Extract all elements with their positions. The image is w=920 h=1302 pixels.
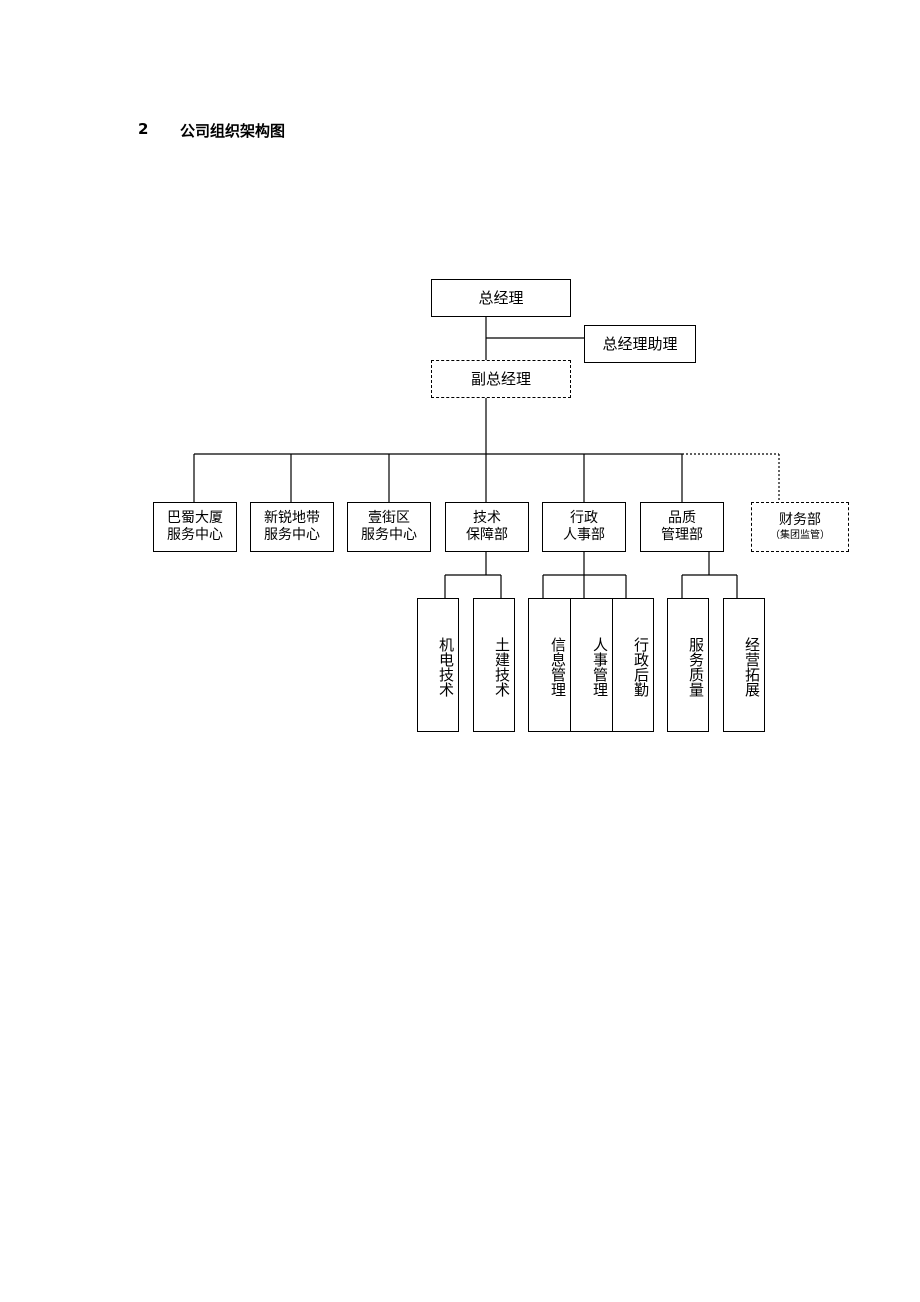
- department-box-bashu: 巴蜀大厦 服务中心: [153, 502, 237, 552]
- sub-unit-box-mechanical: 机电技术: [417, 598, 459, 732]
- sub-unit-label: 土建技术: [493, 637, 511, 697]
- deputy-gm-box: 副总经理: [431, 360, 571, 398]
- department-label-line2: 管理部: [661, 527, 703, 543]
- sub-unit-label: 信息管理: [549, 637, 567, 697]
- department-box-xinrui: 新锐地带 服务中心: [250, 502, 334, 552]
- department-label-line2: 人事部: [563, 527, 605, 543]
- deputy-gm-label: 副总经理: [470, 369, 531, 388]
- section-title: 公司组织架构图: [180, 122, 286, 140]
- department-box-quality: 品质 管理部: [640, 502, 724, 552]
- department-label-line2: 服务中心: [167, 527, 223, 543]
- department-label-line1: 壹街区: [368, 510, 410, 526]
- sub-unit-box-civil: 土建技术: [473, 598, 515, 732]
- department-label-line1: 巴蜀大厦: [167, 510, 223, 526]
- sub-unit-label: 经营拓展: [743, 637, 761, 697]
- department-box-finance: 财务部 （集团监管）: [751, 502, 849, 552]
- department-label-line1: 技术: [473, 510, 501, 526]
- general-manager-box: 总经理: [431, 279, 571, 317]
- sub-unit-box-hr: 人事管理: [570, 598, 613, 732]
- sub-unit-box-business-expansion: 经营拓展: [723, 598, 765, 732]
- general-manager-label: 总经理: [478, 288, 524, 307]
- department-label-line1: 行政: [570, 510, 598, 526]
- department-label-line2: 服务中心: [361, 527, 417, 543]
- department-label-line1: 品质: [668, 510, 696, 526]
- gm-assistant-box: 总经理助理: [584, 325, 696, 363]
- sub-unit-box-service-quality: 服务质量: [667, 598, 709, 732]
- section-number: 2: [138, 120, 149, 138]
- sub-unit-label: 机电技术: [437, 637, 455, 697]
- sub-unit-box-info: 信息管理: [528, 598, 571, 732]
- department-label-line2: 服务中心: [264, 527, 320, 543]
- sub-unit-label: 行政后勤: [632, 637, 650, 697]
- department-box-tech: 技术 保障部: [445, 502, 529, 552]
- sub-unit-label: 人事管理: [591, 637, 609, 697]
- department-box-admin: 行政 人事部: [542, 502, 626, 552]
- department-label-line1: 新锐地带: [264, 510, 320, 526]
- finance-label: 财务部: [779, 511, 821, 528]
- sub-unit-box-logistics: 行政后勤: [612, 598, 654, 732]
- department-label-line2: 保障部: [466, 527, 508, 543]
- department-box-yijiequ: 壹街区 服务中心: [347, 502, 431, 552]
- section-heading: 2 公司组织架构图: [138, 120, 285, 141]
- gm-assistant-label: 总经理助理: [602, 334, 678, 353]
- sub-unit-label: 服务质量: [687, 637, 705, 697]
- finance-note: （集团监管）: [770, 529, 830, 541]
